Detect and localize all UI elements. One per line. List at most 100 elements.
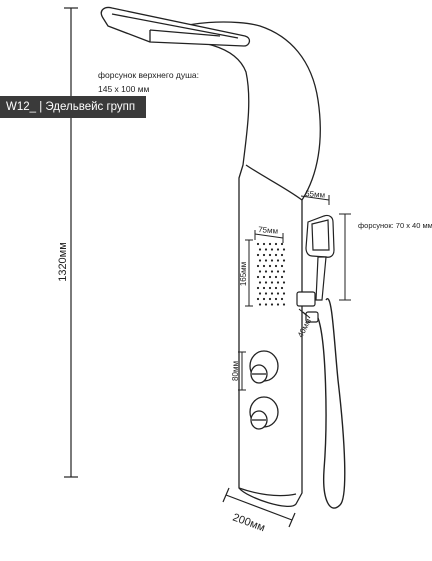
jet-nozzle — [276, 281, 280, 284]
dim-55-line — [300, 195, 330, 201]
jet-nozzle — [280, 253, 284, 257]
dim-40-tick — [298, 308, 307, 316]
height-label: 1320мм — [57, 242, 69, 282]
top-shower-head-inner — [111, 13, 239, 39]
body-jets — [256, 242, 286, 306]
jet-nozzle — [262, 253, 266, 257]
jet-nozzle — [280, 275, 284, 279]
jet-nozzle — [280, 297, 284, 301]
jet-nozzle — [264, 292, 268, 295]
dim-75-label: 75мм — [258, 225, 279, 236]
jet-nozzle — [258, 292, 262, 295]
jet-nozzle — [268, 275, 272, 279]
jet-nozzle — [276, 292, 280, 295]
jet-nozzle — [264, 270, 268, 273]
jet-nozzle — [276, 270, 280, 273]
jet-nozzle — [282, 248, 286, 251]
hand-shower-holder — [296, 291, 316, 307]
jet-nozzle — [262, 242, 266, 246]
top-nozzle-title: форсунок верхнего душа: — [98, 70, 199, 80]
jet-nozzle — [258, 248, 262, 251]
control-knobs — [249, 350, 279, 430]
jet-nozzle — [280, 286, 284, 290]
jet-nozzle — [258, 281, 262, 284]
jet-nozzle — [256, 253, 260, 257]
jet-nozzle — [274, 286, 278, 290]
jet-nozzle — [262, 297, 266, 301]
dim-165-label: 165мм — [239, 262, 248, 286]
jet-nozzle — [256, 286, 260, 290]
dim-80-label: 80мм — [231, 361, 240, 381]
jet-nozzle — [258, 303, 262, 306]
jet-nozzle — [270, 303, 274, 306]
hand-nozzle-dimension — [339, 213, 351, 301]
jet-nozzle — [268, 264, 272, 268]
jet-nozzle — [276, 259, 280, 262]
upper-knob — [249, 350, 279, 384]
jet-nozzle — [258, 259, 262, 262]
panel-body — [149, 21, 321, 508]
jet-nozzle — [256, 275, 260, 279]
jet-nozzle — [256, 242, 260, 246]
hand-shower-face — [311, 219, 330, 251]
height-dimension — [64, 7, 78, 478]
width-dimension-tick-left — [222, 487, 230, 503]
hose-outlet — [305, 311, 319, 323]
width-dimension — [222, 487, 296, 528]
jet-nozzle — [262, 286, 266, 290]
jet-nozzle — [276, 248, 280, 251]
jet-nozzle — [274, 264, 278, 268]
jet-nozzle — [262, 275, 266, 279]
top-shower-head — [100, 6, 251, 47]
dim-40-lines — [298, 308, 311, 319]
jet-nozzle — [274, 253, 278, 257]
lower-knob — [249, 396, 279, 430]
jet-nozzle — [268, 253, 272, 257]
dim-55-lines — [300, 195, 330, 205]
jet-nozzle — [274, 242, 278, 246]
jet-nozzle — [270, 248, 274, 251]
jet-nozzle — [264, 303, 268, 306]
jet-nozzle — [270, 292, 274, 295]
width-dimension-line — [225, 494, 293, 521]
top-shower-head-rim — [149, 29, 221, 42]
dim-75-lines — [254, 230, 284, 243]
jet-nozzle — [264, 259, 268, 262]
watermark-badge: W12_ | Эдельвейс групп — [0, 96, 146, 118]
panel-front-edge — [245, 164, 303, 201]
dim-75-line — [254, 233, 284, 239]
top-nozzle-size: 145 x 100 мм — [98, 84, 150, 94]
jet-nozzle — [280, 264, 284, 268]
jet-nozzle — [282, 303, 286, 306]
hose — [317, 298, 346, 509]
dim-55-label: 55мм — [305, 189, 326, 200]
jet-nozzle — [268, 286, 272, 290]
dim-165-lines — [245, 239, 253, 307]
jet-nozzle — [282, 281, 286, 284]
jet-nozzle — [264, 281, 268, 284]
jet-nozzle — [276, 303, 280, 306]
jet-nozzle — [280, 242, 284, 246]
jet-nozzle — [256, 297, 260, 301]
jet-nozzle — [268, 297, 272, 301]
jet-nozzle — [282, 292, 286, 295]
jet-nozzle — [268, 242, 272, 246]
jet-nozzle — [258, 270, 262, 273]
width-label: 200мм — [231, 512, 267, 535]
width-dimension-tick-right — [288, 512, 296, 528]
hand-nozzle-label: форсунок: 70 x 40 мм — [358, 221, 432, 230]
jet-nozzle — [274, 275, 278, 279]
dim-80-lines — [238, 351, 246, 391]
panel-bottom-edge — [238, 487, 297, 497]
jet-nozzle — [282, 270, 286, 273]
jet-nozzle — [270, 281, 274, 284]
jet-nozzle — [274, 297, 278, 301]
jet-nozzle — [256, 264, 260, 268]
jet-nozzle — [264, 248, 268, 251]
jet-nozzle — [262, 264, 266, 268]
jet-nozzle — [270, 259, 274, 262]
jet-nozzle — [270, 270, 274, 273]
hand-shower — [296, 214, 346, 509]
jet-nozzle — [282, 259, 286, 262]
